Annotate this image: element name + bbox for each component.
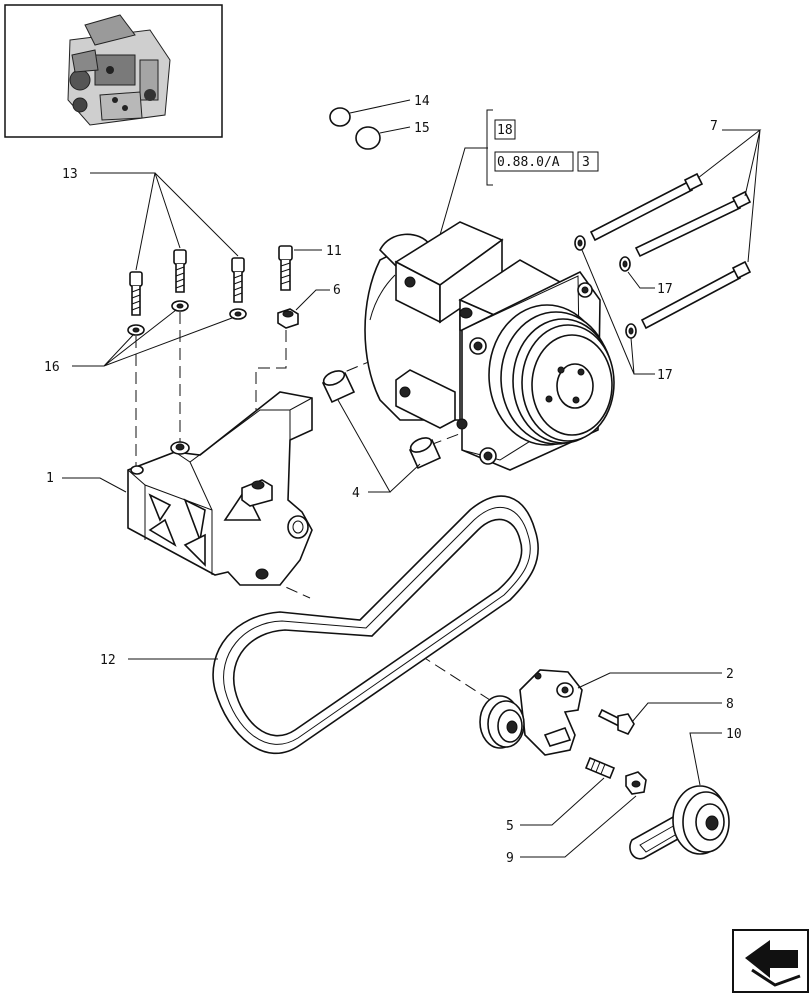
reference-page: 18: [497, 123, 513, 138]
reference-code: 0.88.0/A: [497, 155, 560, 170]
screw-13-right: [231, 257, 245, 303]
o-ring-15: [355, 126, 381, 150]
belt-tensioner: [479, 669, 583, 756]
next-page-arrow-icon[interactable]: [732, 929, 809, 993]
callout-17-lower: 17: [657, 368, 673, 383]
bushing-4-upper: [321, 370, 356, 404]
section-reference[interactable]: 18 0.88.0/A 3: [486, 109, 599, 186]
screw-8: [597, 708, 635, 735]
callout-1: 1: [46, 471, 54, 486]
callout-15: 15: [414, 121, 430, 136]
compressor-bracket: [127, 391, 313, 586]
callout-6: 6: [333, 283, 341, 298]
nut-6: [277, 308, 299, 329]
callout-17-upper: 17: [657, 282, 673, 297]
callout-2: 2: [726, 667, 734, 682]
callout-7: 7: [710, 119, 718, 134]
o-ring-14: [329, 107, 351, 127]
callout-5: 5: [506, 819, 514, 834]
bolt-7-middle: [634, 190, 752, 258]
drive-belt: [212, 495, 539, 755]
screw-13-left: [129, 271, 143, 316]
engine-thumbnail-icon[interactable]: [4, 4, 223, 138]
screw-13-middle: [173, 249, 187, 293]
callout-16: 16: [44, 360, 60, 375]
callout-8: 8: [726, 697, 734, 712]
callout-11: 11: [326, 244, 342, 259]
stud-5: [584, 756, 616, 780]
callout-14: 14: [414, 94, 430, 109]
reference-sheet: 3: [582, 155, 590, 170]
bolt-7-lower: [640, 260, 752, 330]
bolt-7-upper: [589, 172, 704, 242]
callout-13: 13: [62, 167, 78, 182]
nut-9: [625, 771, 647, 795]
callout-9: 9: [506, 851, 514, 866]
ac-compressor: [364, 221, 615, 471]
callout-4: 4: [352, 486, 360, 501]
bushing-4-lower: [408, 437, 442, 470]
idler-pulley: [629, 785, 730, 860]
callout-12: 12: [100, 653, 116, 668]
screw-11: [278, 245, 293, 291]
callout-10: 10: [726, 727, 742, 742]
